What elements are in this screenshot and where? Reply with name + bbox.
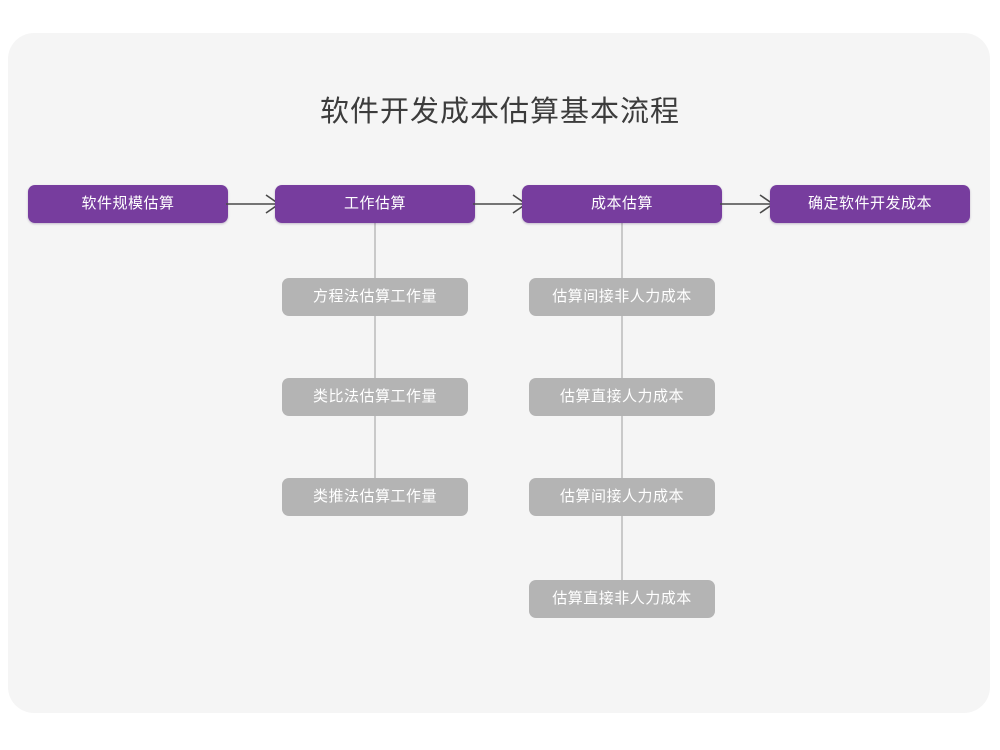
substep-node-analogy-method-effort[interactable]: 类比法估算工作量 (282, 378, 468, 416)
substep-node-inference-method-effort[interactable]: 类推法估算工作量 (282, 478, 468, 516)
stage-node-determine-development-cost[interactable]: 确定软件开发成本 (770, 185, 970, 223)
page-title: 软件开发成本估算基本流程 (319, 96, 680, 128)
vertical-connector-cost (621, 220, 623, 612)
vertical-connector-effort (374, 220, 376, 510)
substep-node-direct-labor-cost[interactable]: 估算直接人力成本 (529, 378, 715, 416)
stage-node-effort-estimation[interactable]: 工作估算 (275, 185, 475, 223)
substep-node-direct-nonlabor-cost[interactable]: 估算直接非人力成本 (529, 580, 715, 618)
substep-node-indirect-nonlabor-cost[interactable]: 估算间接非人力成本 (529, 278, 715, 316)
substep-node-indirect-labor-cost[interactable]: 估算间接人力成本 (529, 478, 715, 516)
diagram-card (8, 33, 990, 713)
stage-node-cost-estimation[interactable]: 成本估算 (522, 185, 722, 223)
stage-node-software-scale-estimation[interactable]: 软件规模估算 (28, 185, 228, 223)
substep-node-equation-method-effort[interactable]: 方程法估算工作量 (282, 278, 468, 316)
